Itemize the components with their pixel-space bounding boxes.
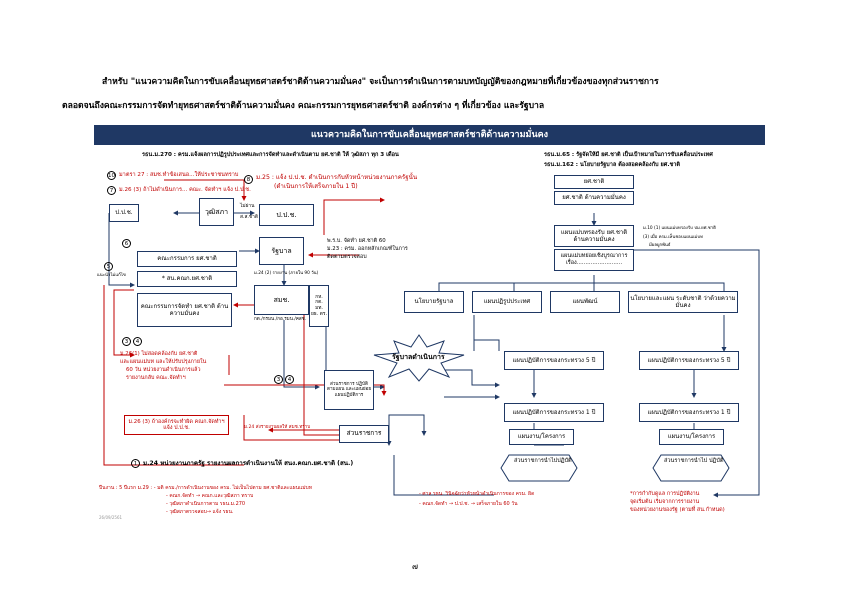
ysc-security-box: ยศ.ชาติ ด้านความมั่นคง xyxy=(554,191,634,205)
nsc-subtitle: กต./กรมน./กอ.รมน./คสช. xyxy=(254,317,307,322)
step-3-badge-b: 3 xyxy=(274,375,283,384)
bottom-left-2: - คณก.จัดทำ → คณก.และวุฒิสภา ทราบ xyxy=(166,493,254,499)
implement-hexagon-b xyxy=(652,454,730,482)
act-note-1: พ.ร.บ. จัดทำ ยศ.ชาติ 60 xyxy=(327,238,386,244)
master-note-3: มีผลผูกพันธ์ xyxy=(649,243,671,248)
step-10-badge: 10 xyxy=(107,171,116,180)
government-action-label: รัฐบาลดำเนินการ xyxy=(392,353,445,361)
security-policy-box: นโยบายและแผน ระดับชาติ ว่าด้วยความมั่นคง xyxy=(628,291,738,313)
ppc-right-box: ป.ป.ช. xyxy=(259,204,314,226)
ppc-left-box: ป.ป.ช. xyxy=(109,204,139,222)
nesdb-plan-box: แผนพัฒน์ xyxy=(550,291,620,313)
government-action-star xyxy=(373,334,465,382)
step-4-badge: 4 xyxy=(133,337,142,346)
secretariat-box: * สน.คณก.ยศ.ชาติ xyxy=(137,271,237,287)
ministry-1yr-b-box: แผนปฏิบัติการของกระทรวง 1 ปี xyxy=(639,403,739,422)
government-box: รัฐบาล xyxy=(259,237,304,265)
concept-diagram: แนวความคิดในการขับเคลื่อนยุทธศาสตร์ชาติด… xyxy=(94,125,765,525)
ysc-box: ยศ.ชาติ xyxy=(554,175,634,189)
intro-line-2: ตลอดจนถึงคณะกรรมการจัดทำยุทธศาสตร์ชาติด้… xyxy=(62,101,545,111)
diagram-title: แนวความคิดในการขับเคลื่อนยุทธศาสตร์ชาติด… xyxy=(94,125,765,145)
bottom-mid-2: - คณก.จัดทำ → ป.ป.ช. → เสร็จภายใน 60 วัน xyxy=(419,501,518,507)
right-header-2: รธน.ม.162 : นโยบายรัฐบาล ต้องสอดคล้องกับ… xyxy=(544,162,681,168)
step-3-badge: 3 xyxy=(122,337,131,346)
senate-arrow-label-2: ส.ส.ชาติ xyxy=(240,215,258,220)
step-8-badge: 8 xyxy=(244,175,253,184)
implement-a-label: ส่วนราชการนำไปปฏิบัติ xyxy=(514,458,572,464)
ministry-5yr-b-box: แผนปฏิบัติการของกระทรวง 5 ปี xyxy=(639,351,739,370)
implement-hexagon-a xyxy=(500,454,578,482)
note-7: ม.26 (3) ถ้าไม่ดำเนินการ... คณะ. จัดทำฯ … xyxy=(119,187,251,193)
step-5-badge: 5 xyxy=(104,262,113,271)
reform-plan-box: แผนปฏิรูปประเทศ xyxy=(472,291,542,313)
nsc-box: สมช. xyxy=(254,285,309,315)
projects-a-box: แผนงาน/โครงการ xyxy=(509,429,574,445)
drafting-note-3: 60 วัน หน่วยงานดำเนินการแล้ว xyxy=(126,367,201,373)
ministry-5yr-a-box: แผนปฏิบัติการของกระทรวง 5 ปี xyxy=(504,351,604,370)
side-note-5: แนะนำไม่แก้ไข xyxy=(97,273,126,278)
bottom-left-4: - วุฒิสภาตรวจสอบ→ แจ้ง รธน. xyxy=(166,509,234,515)
master-plan-box: แผนแม่บทรองรับ ยศ.ชาติ ด้านความมั่นคง xyxy=(554,225,634,247)
right-note-3: ของหน่วยงานของรัฐ (ตามที่ สน.กำหนด) xyxy=(630,507,725,513)
footer-m24: ม.24 หน่วยงานภาครัฐ รายงานผลการดำเนินงาน… xyxy=(143,460,354,467)
step-7-badge: 7 xyxy=(107,186,116,195)
drafting-committee-box: คณะกรรมการจัดทำ ยศ.ชาติ ด้านความมั่นคง xyxy=(137,293,232,327)
m26-box: ม.26 (3) ถ้าองค์กรจะทำผิด คณก.จัดทำฯ แจ้… xyxy=(124,415,229,435)
ministries-box: ส่วนราชการ xyxy=(339,425,389,443)
implement-b-label: ส่วนราชการนำไป ปฏิบัติ xyxy=(664,458,724,464)
senate-box: วุฒิสภา xyxy=(199,198,234,226)
projects-b-box: แผนงาน/โครงการ xyxy=(659,429,724,445)
note-10: มาตรา 27 : สมช.ทำข้อเสนอ...ให้ประชาชนทรา… xyxy=(119,172,239,178)
note-8: ม.25 : แจ้ง ป.ป.ช. ดำเนินการกับหัวหน้าหน… xyxy=(256,174,418,181)
bottom-left-3: - วุฒิสภาดำเนินการตาม รธน.ม.270 xyxy=(166,501,246,507)
step-6-badge: 6 xyxy=(122,239,131,248)
diagram-date: 26/09/2561 xyxy=(99,515,123,520)
bottom-left-1: ปีนงาน : 5 ปีแรก ม.29 : - มติ ครม./การดำ… xyxy=(99,485,312,491)
agencies-box: กห. กต. มท. ยธ. ตร. xyxy=(309,285,329,327)
step-4-badge-b: 4 xyxy=(285,375,294,384)
master-note-1: ม.10 (1) แผนแม่บทรองรับ ปม.ยศ.ชาติ xyxy=(643,226,716,231)
bottom-mid-1: - ศาล รธน. วินิจฉัยว่าหัวหน้าดำเนินการขอ… xyxy=(419,491,535,497)
step-1-badge: 1 xyxy=(131,459,140,468)
govt-policy-box: นโยบายรัฐบาล xyxy=(404,291,464,313)
committee-box: คณะกรรมการ ยศ.ชาติ xyxy=(137,251,237,267)
intro-paragraph: สำหรับ "แนวความคิดในการขับเคลื่อนยุทธศาส… xyxy=(62,70,782,118)
act-note-2: ม.23 : ครม. ออกหลักเกณฑ์ในการ xyxy=(327,246,408,252)
left-header: รธน.ม.270 : ครม.แจ้งผลการปฏิรูปประเทศและ… xyxy=(142,152,399,158)
intro-line-1: สำหรับ "แนวความคิดในการขับเคลื่อนยุทธศาส… xyxy=(102,77,659,87)
sub-plan-box: แผนแม่บทย่อยเชิงบูรณาการ เรื่อง.........… xyxy=(554,249,634,271)
right-header-1: รธน.ม.65 : รัฐจัดให้มี ยศ.ชาติ เป็นเป้าห… xyxy=(544,152,713,158)
page-number: ๗ xyxy=(412,562,419,571)
master-note-2: (3) เมื่อ ครม.เห็นชอบแผนแม่บท xyxy=(643,235,703,240)
right-note-1: *การกำกับดูแล การปฏิบัติงาน xyxy=(630,491,700,497)
note-8b: (ดำเนินการให้เสร็จภายใน 1 ปี) xyxy=(274,183,358,190)
drafting-note-1: ม.26(1) ไม่สอดคล้องกับ ยศ.ชาติ xyxy=(120,351,198,357)
right-note-2: จุดเริ่มต้น เริ่มจากการรายงาน xyxy=(630,499,700,505)
m24-report-note: ม.24 (2) รายงาน (ภายใน 90 วัน) xyxy=(254,271,319,276)
drafting-note-4: รายงานกลับ คณะ.จัดทำฯ xyxy=(126,375,186,381)
drafting-note-2: และแผนแม่บท และให้ปรับปรุงภายใน xyxy=(120,359,207,365)
act-note-3: ติดตามตรวจสอบ xyxy=(327,254,367,260)
m24-report-label: ม.24 ส่งรายงานผลให้ สมช.ทราบ xyxy=(244,425,311,430)
connector-lines xyxy=(103,175,760,498)
agency-plans-box: ส่วนราชการ ปฏิบัติตามแผน และแผนย่อย แผนป… xyxy=(324,370,374,410)
senate-arrow-label: ไม่ผ่าน xyxy=(240,204,255,209)
ministry-1yr-a-box: แผนปฏิบัติการของกระทรวง 1 ปี xyxy=(504,403,604,422)
